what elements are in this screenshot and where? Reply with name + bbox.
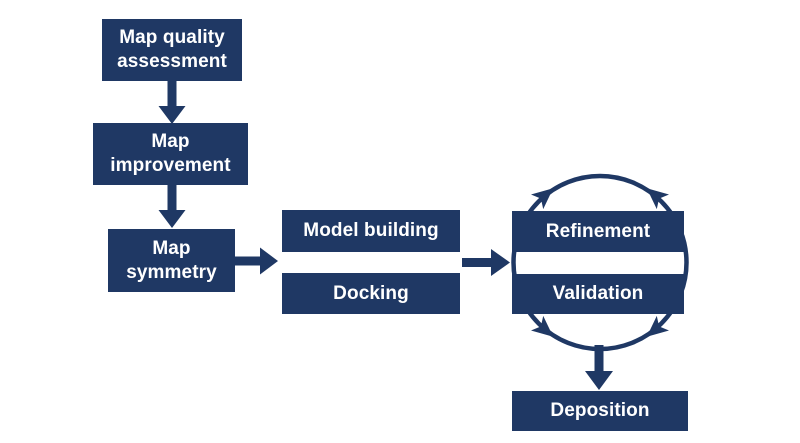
node-docking: Docking xyxy=(282,273,460,314)
node-map-quality-assessment: Map quality assessment xyxy=(102,19,242,81)
node-label: Map improvement xyxy=(110,131,231,176)
node-label: Model building xyxy=(303,220,439,242)
cycle-arrowhead-bottom-left-icon xyxy=(530,315,554,337)
node-map-symmetry: Map symmetry xyxy=(108,229,235,292)
arrow-assessment-to-improvement xyxy=(158,81,186,124)
cycle-arrowhead-top-left-icon xyxy=(530,188,554,210)
node-label: Map quality assessment xyxy=(117,27,227,72)
node-deposition: Deposition xyxy=(512,391,688,431)
arrow-improvement-to-symmetry xyxy=(158,185,186,228)
node-map-improvement: Map improvement xyxy=(93,123,248,185)
iteration-cycle-ring xyxy=(511,173,689,352)
node-validation: Validation xyxy=(512,274,684,314)
node-label: Map symmetry xyxy=(126,237,217,283)
cycle-arrowhead-bottom-right-icon xyxy=(646,315,670,337)
node-label: Refinement xyxy=(545,220,651,242)
node-label: Validation xyxy=(552,283,644,305)
arrow-symmetry-to-modelbuilding xyxy=(235,247,278,275)
arrow-modelbuilding-to-refinement xyxy=(462,249,510,276)
arrow-validation-to-deposition xyxy=(585,345,613,390)
cycle-arrowhead-top-right-icon xyxy=(646,188,670,210)
node-label: Docking xyxy=(333,282,409,304)
node-refinement: Refinement xyxy=(512,211,684,252)
node-label: Deposition xyxy=(550,400,650,422)
node-model-building: Model building xyxy=(282,210,460,252)
